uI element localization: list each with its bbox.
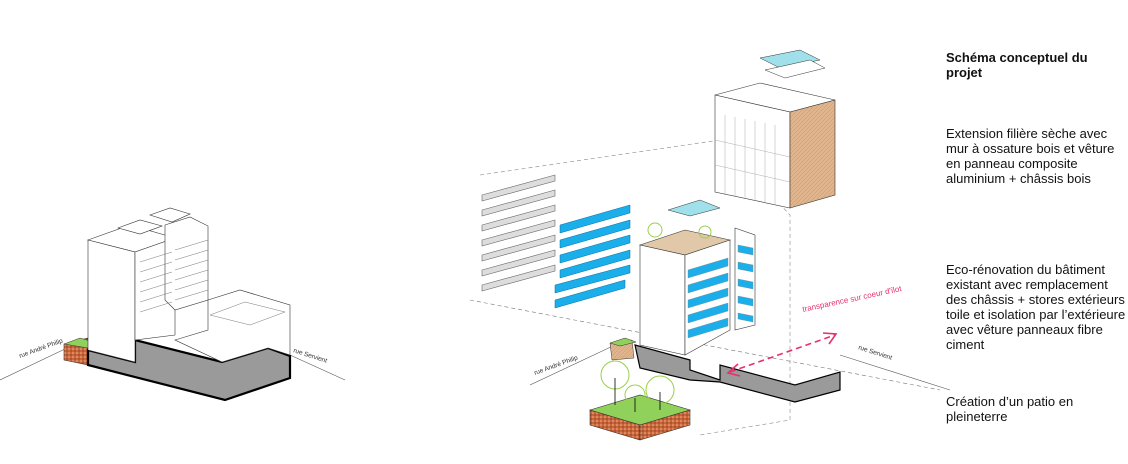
transparency-annotation: transparence sur coeur d'îlot	[802, 284, 904, 314]
legend-note-extension: Extension filière sèche avec mur à ossat…	[946, 126, 1115, 186]
legend-title: Schéma conceptuel du projet	[946, 50, 1088, 80]
street-label-right: rue Servient	[857, 344, 893, 362]
street-label-right: rue Servient	[292, 347, 328, 365]
street-label-left: rue André Philip	[533, 354, 579, 376]
legend-note-renovation: Eco-rénovation du bâtiment existant avec…	[946, 262, 1126, 352]
legend-note-patio: Création d’un patio en pleineterre	[946, 394, 1074, 424]
transparency-arrow	[729, 334, 836, 373]
street-label-left: rue André Philip	[18, 337, 64, 359]
existing-building-diagram: rue André Philip rue Servient	[0, 207, 346, 402]
project-diagram: rue André Philip rue Servient	[469, 49, 951, 441]
